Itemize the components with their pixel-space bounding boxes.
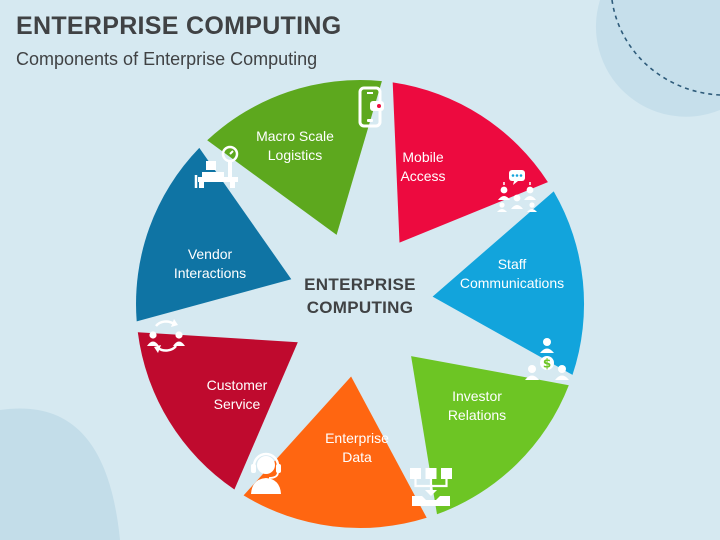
segment-label-data: Enterprise Data — [282, 429, 432, 467]
staff-line2: Communications — [459, 275, 565, 291]
svg-text:$: $ — [543, 357, 551, 371]
segment-label-logistics: Macro Scale Logistics — [220, 127, 370, 165]
vendor-line1: Vendor — [187, 246, 233, 262]
headset-agent-icon — [251, 452, 281, 494]
segment-data — [243, 376, 427, 528]
center-title-line1: ENTERPRISE — [304, 275, 416, 294]
people-chat-icon — [497, 170, 537, 212]
segment-logistics — [207, 80, 382, 235]
vendor-exchange-icon — [147, 319, 185, 353]
segment-service — [137, 332, 298, 490]
center-title: ENTERPRISE COMPUTING — [260, 273, 460, 319]
mobile-line2: Access — [400, 168, 446, 184]
page-subtitle: Components of Enterprise Computing — [16, 49, 318, 69]
logistics-line2: Logistics — [267, 147, 323, 163]
staff-line1: Staff — [497, 256, 527, 272]
service-line2: Service — [213, 396, 261, 412]
data-line1: Enterprise — [325, 430, 389, 446]
segment-label-mobile: Mobile Access — [348, 148, 498, 186]
investors-dollar-icon: $ — [525, 338, 569, 380]
decor-dashed-arc — [611, 0, 720, 96]
segment-vendor — [136, 147, 292, 322]
segment-label-vendor: Vendor Interactions — [135, 245, 285, 283]
mobile-line1: Mobile — [402, 149, 444, 165]
vendor-line2: Interactions — [173, 265, 247, 281]
decor-circle-top-right — [595, 0, 720, 117]
investor-line2: Relations — [447, 407, 507, 423]
segment-label-staff: Staff Communications — [437, 255, 587, 293]
service-line1: Customer — [206, 377, 268, 393]
decor-blob-bottom-left — [0, 408, 120, 540]
segment-staff — [432, 191, 585, 375]
segment-label-service: Customer Service — [162, 376, 312, 414]
mobile-phone-icon — [358, 86, 384, 128]
data-hierarchy-icon — [410, 468, 452, 506]
data-line2: Data — [342, 449, 372, 465]
segment-label-investor: Investor Relations — [402, 387, 552, 425]
logistics-line1: Macro Scale — [256, 128, 334, 144]
scale-logistics-icon — [194, 145, 239, 188]
segment-mobile — [392, 82, 548, 243]
page-title: ENTERPRISE COMPUTING — [16, 12, 342, 40]
center-title-line2: COMPUTING — [306, 298, 414, 317]
investor-line1: Investor — [452, 388, 502, 404]
